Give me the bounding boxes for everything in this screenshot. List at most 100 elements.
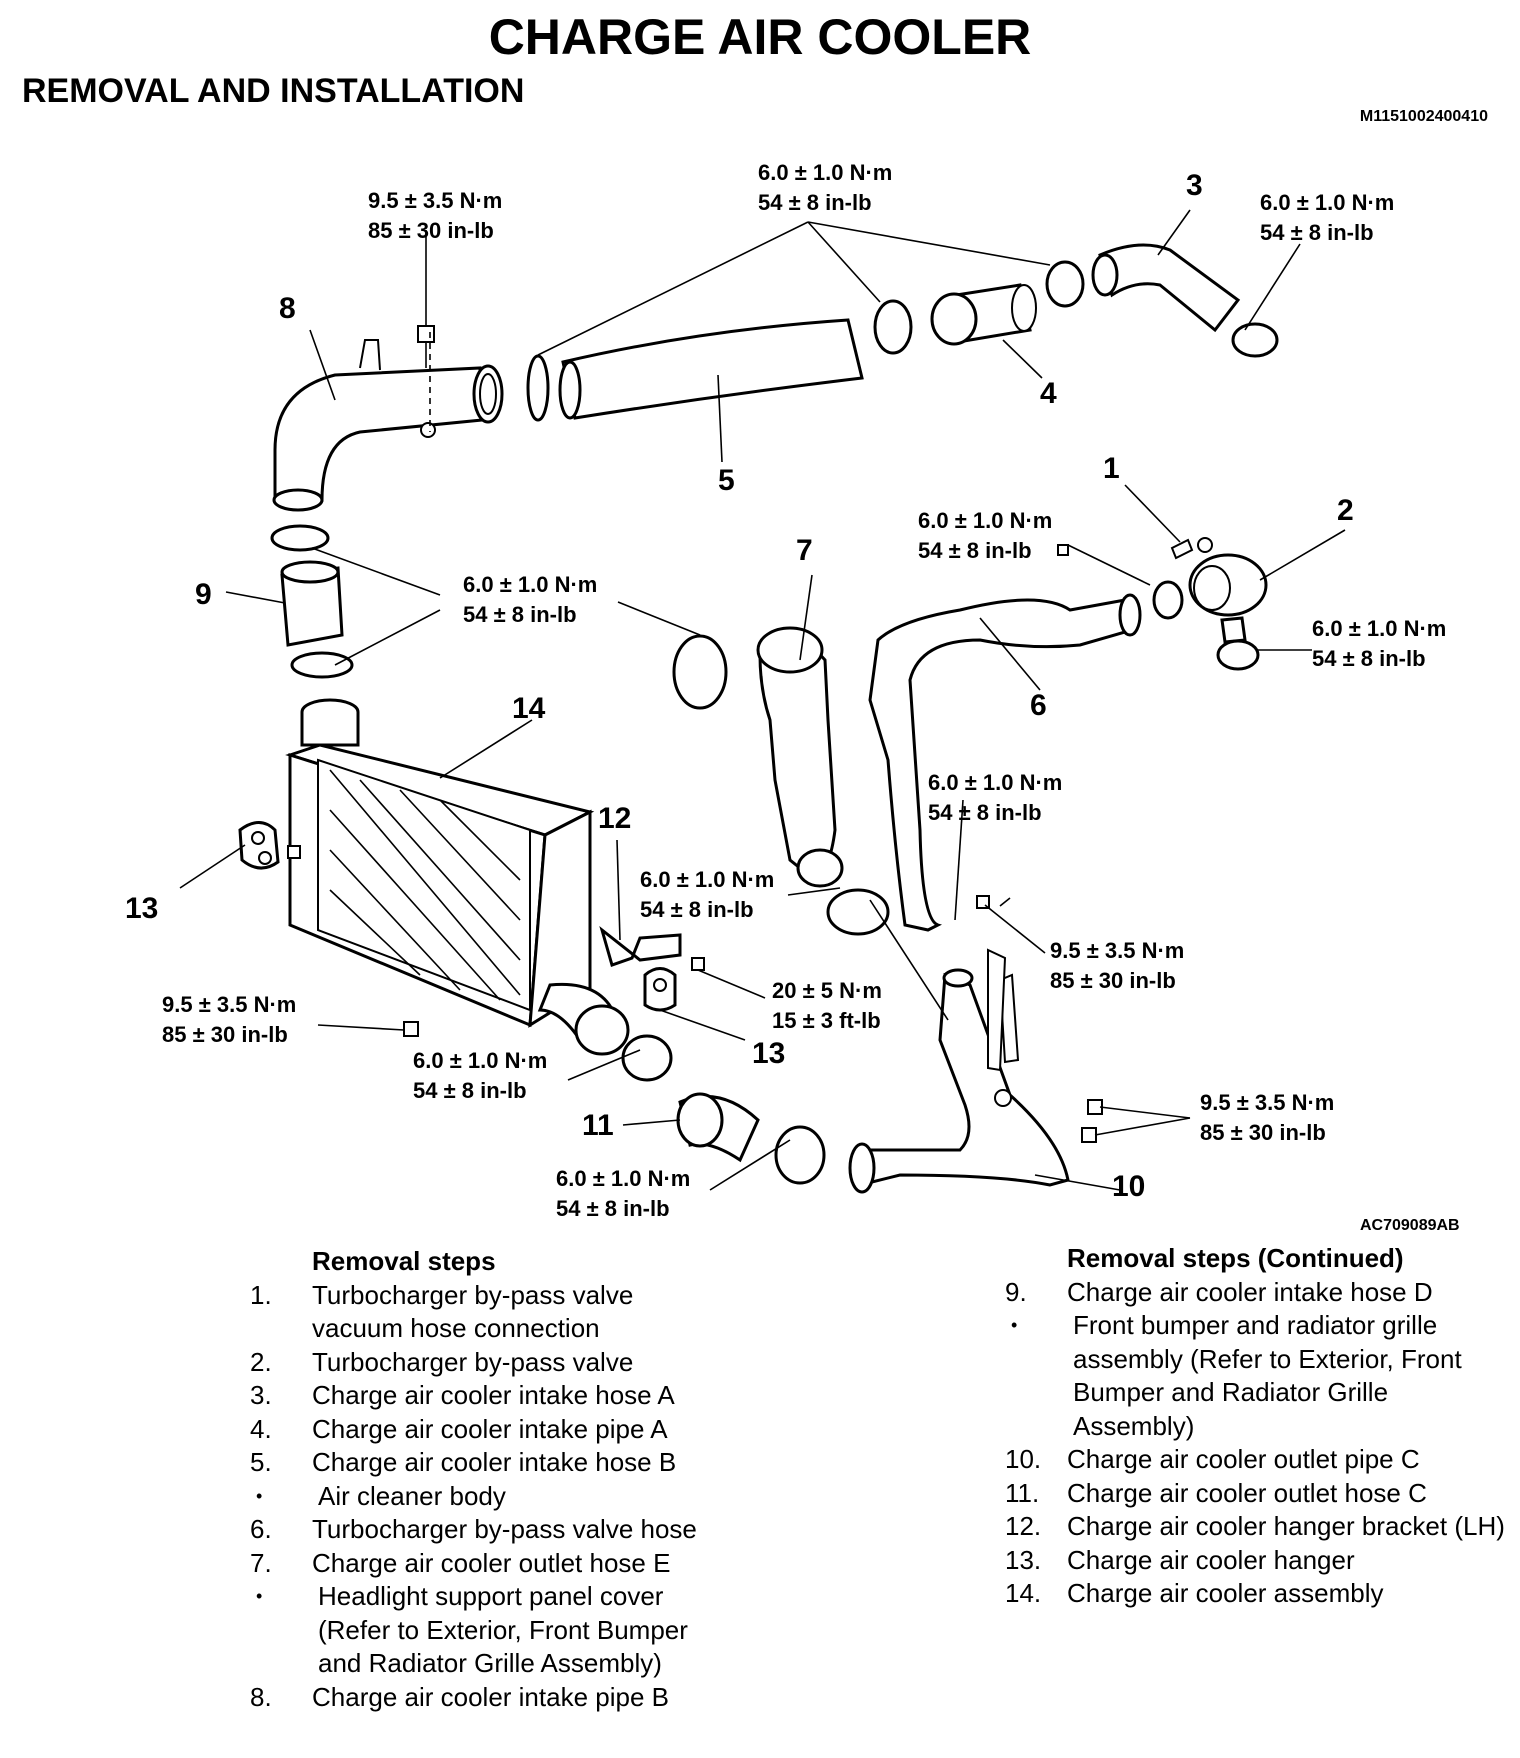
- svg-text:54 ± 8 in-lb: 54 ± 8 in-lb: [413, 1078, 527, 1103]
- part-vacuum-hose: [1170, 538, 1194, 560]
- clamp-7-bottom: [826, 888, 890, 936]
- list-item: •Headlight support panel cover (Refer to…: [256, 1581, 688, 1678]
- list-item: 3.Charge air cooler intake hose A: [250, 1380, 675, 1410]
- clamp-2-bottom: [1216, 639, 1260, 671]
- callout-13-left: 13: [125, 892, 158, 925]
- part-intake-pipe-b: [272, 339, 504, 512]
- exploded-diagram: 1 2 3 4 5 6 7 8 9 10 11 12 13 13 14 9.5 …: [125, 160, 1446, 1221]
- part-intake-pipe-a: [930, 283, 1037, 346]
- torque-spec-valve: 6.0 ± 1.0 N·m 54 ± 8 in-lb: [918, 508, 1052, 563]
- list-item: 12.Charge air cooler hanger bracket (LH): [1005, 1511, 1505, 1541]
- list-item: 13.Charge air cooler hanger: [1005, 1544, 1355, 1575]
- svg-text:54 ± 8 in-lb: 54 ± 8 in-lb: [758, 190, 872, 215]
- svg-text:6.0 ± 1.0 N·m: 6.0 ± 1.0 N·m: [1312, 616, 1446, 641]
- callout-6: 6: [1030, 689, 1047, 722]
- list-item: 2.Turbocharger by-pass valve: [250, 1346, 634, 1377]
- list-item: •Front bumper and radiator grille assemb…: [1011, 1310, 1462, 1441]
- callout-7: 7: [796, 534, 813, 567]
- part-hanger-bracket-lh: [599, 925, 682, 967]
- callout-1: 1: [1103, 452, 1120, 485]
- list-item: 10.Charge air cooler outlet pipe C: [1005, 1444, 1420, 1474]
- svg-text:9.5 ± 3.5 N·m: 9.5 ± 3.5 N·m: [1050, 938, 1184, 963]
- svg-text:85 ± 30 in-lb: 85 ± 30 in-lb: [1200, 1120, 1326, 1145]
- part-hanger-left: [238, 821, 280, 870]
- part-bypass-valve-hose: [868, 593, 1142, 932]
- svg-text:6.0 ± 1.0 N·m: 6.0 ± 1.0 N·m: [413, 1048, 547, 1073]
- svg-text:9.5 ± 3.5 N·m: 9.5 ± 3.5 N·m: [368, 188, 502, 213]
- page-subtitle: REMOVAL AND INSTALLATION: [22, 72, 525, 110]
- svg-text:54 ± 8 in-lb: 54 ± 8 in-lb: [640, 897, 754, 922]
- part-outlet-pipe-bracket: [987, 948, 1007, 1072]
- list-item: 9.Charge air cooler intake hose D: [1005, 1276, 1433, 1307]
- torque-spec-valve-bottom: 6.0 ± 1.0 N·m 54 ± 8 in-lb: [1312, 616, 1446, 671]
- figure-id: AC709089AB: [1360, 1217, 1460, 1234]
- removal-steps-header: Removal steps: [312, 1246, 496, 1276]
- clamp-7-left: [672, 634, 728, 710]
- leader-lines: [179, 209, 1346, 1191]
- svg-text:54 ± 8 in-lb: 54 ± 8 in-lb: [556, 1196, 670, 1221]
- clamp-11-bottom: [774, 1125, 826, 1185]
- callout-4: 4: [1040, 377, 1057, 410]
- svg-text:6.0 ± 1.0 N·m: 6.0 ± 1.0 N·m: [640, 867, 774, 892]
- svg-text:6.0 ± 1.0 N·m: 6.0 ± 1.0 N·m: [463, 572, 597, 597]
- svg-text:54 ± 8 in-lb: 54 ± 8 in-lb: [918, 538, 1032, 563]
- svg-text:9.5 ± 3.5 N·m: 9.5 ± 3.5 N·m: [1200, 1090, 1334, 1115]
- removal-steps: Removal steps 1.Turbocharger by-pass val…: [250, 1245, 720, 1714]
- svg-text:6.0 ± 1.0 N·m: 6.0 ± 1.0 N·m: [556, 1166, 690, 1191]
- list-item: •Air cleaner body: [256, 1480, 506, 1511]
- clamp-4-3: [1045, 260, 1085, 308]
- callout-9: 9: [195, 578, 212, 611]
- svg-text:54 ± 8 in-lb: 54 ± 8 in-lb: [463, 602, 577, 627]
- list-item: 11.Charge air cooler outlet hose C: [1005, 1477, 1427, 1508]
- torque-spec-hanger: 20 ± 5 N·m 15 ± 3 ft-lb: [772, 978, 882, 1033]
- svg-text:54 ± 8 in-lb: 54 ± 8 in-lb: [928, 800, 1042, 825]
- callout-5: 5: [718, 464, 735, 497]
- clamp-6-valve: [1152, 580, 1184, 620]
- clamp-5-4: [873, 299, 913, 355]
- callout-10: 10: [1112, 1170, 1145, 1203]
- part-outlet-pipe-c: [848, 968, 1070, 1194]
- torque-spec-outlet-pipe: 9.5 ± 3.5 N·m 85 ± 30 in-lb: [1200, 1090, 1334, 1145]
- svg-text:54 ± 8 in-lb: 54 ± 8 in-lb: [1312, 646, 1426, 671]
- clamp-3-end: [1231, 322, 1279, 358]
- svg-text:54 ± 8 in-lb: 54 ± 8 in-lb: [1260, 220, 1374, 245]
- part-outlet-hose-c: [676, 1092, 760, 1163]
- svg-text:6.0 ± 1.0 N·m: 6.0 ± 1.0 N·m: [928, 770, 1062, 795]
- torque-spec-hose-11: 6.0 ± 1.0 N·m 54 ± 8 in-lb: [556, 1166, 690, 1221]
- callout-3: 3: [1186, 169, 1203, 202]
- removal-steps-list: 1.Turbocharger by-pass valve vacuum hose…: [250, 1279, 720, 1715]
- torque-spec-hose-7: 6.0 ± 1.0 N·m 54 ± 8 in-lb: [640, 867, 774, 922]
- svg-text:6.0 ± 1.0 N·m: 6.0 ± 1.0 N·m: [918, 508, 1052, 533]
- torque-spec-top-left: 9.5 ± 3.5 N·m 85 ± 30 in-lb: [368, 188, 502, 243]
- list-item: 14.Charge air cooler assembly: [1005, 1578, 1384, 1608]
- part-bolt-8: [417, 325, 435, 368]
- callout-12: 12: [598, 802, 631, 835]
- document-id: M1151002400410: [1359, 108, 1488, 125]
- removal-steps-continued: Removal steps (Continued) 9.Charge air c…: [1005, 1242, 1510, 1611]
- svg-text:20 ± 5 N·m: 20 ± 5 N·m: [772, 978, 882, 1003]
- clamp-11-top: [621, 1034, 673, 1082]
- removal-steps-continued-header: Removal steps (Continued): [1067, 1243, 1404, 1273]
- torque-spec-cooler-outlet: 6.0 ± 1.0 N·m 54 ± 8 in-lb: [413, 1048, 547, 1103]
- part-intake-hose-a: [1091, 243, 1241, 333]
- part-intake-hose-d: [270, 524, 354, 679]
- part-hanger-right: [643, 967, 677, 1012]
- svg-text:85 ± 30 in-lb: 85 ± 30 in-lb: [368, 218, 494, 243]
- callout-14: 14: [512, 692, 546, 725]
- page-title: CHARGE AIR COOLER: [488, 9, 1032, 65]
- part-outlet-hose-e: [756, 626, 844, 888]
- part-bypass-valve: [1188, 537, 1268, 644]
- callout-11: 11: [582, 1109, 614, 1142]
- list-item: 1.Turbocharger by-pass valve vacuum hose…: [250, 1279, 634, 1344]
- svg-text:9.5 ± 3.5 N·m: 9.5 ± 3.5 N·m: [162, 992, 296, 1017]
- torque-spec-hose-6: 6.0 ± 1.0 N·m 54 ± 8 in-lb: [928, 770, 1062, 825]
- callout-8: 8: [279, 292, 296, 325]
- list-item: 8.Charge air cooler intake pipe B: [250, 1681, 669, 1712]
- svg-text:6.0 ± 1.0 N·m: 6.0 ± 1.0 N·m: [758, 160, 892, 185]
- list-item: 6.Turbocharger by-pass valve hose: [250, 1514, 697, 1544]
- torque-spec-top-center: 6.0 ± 1.0 N·m 54 ± 8 in-lb: [758, 160, 892, 215]
- torque-spec-bracket-right: 9.5 ± 3.5 N·m 85 ± 30 in-lb: [1050, 938, 1184, 993]
- torque-spec-top-right: 6.0 ± 1.0 N·m 54 ± 8 in-lb: [1260, 190, 1394, 245]
- part-intake-hose-b: [558, 318, 864, 420]
- callout-2: 2: [1337, 494, 1354, 527]
